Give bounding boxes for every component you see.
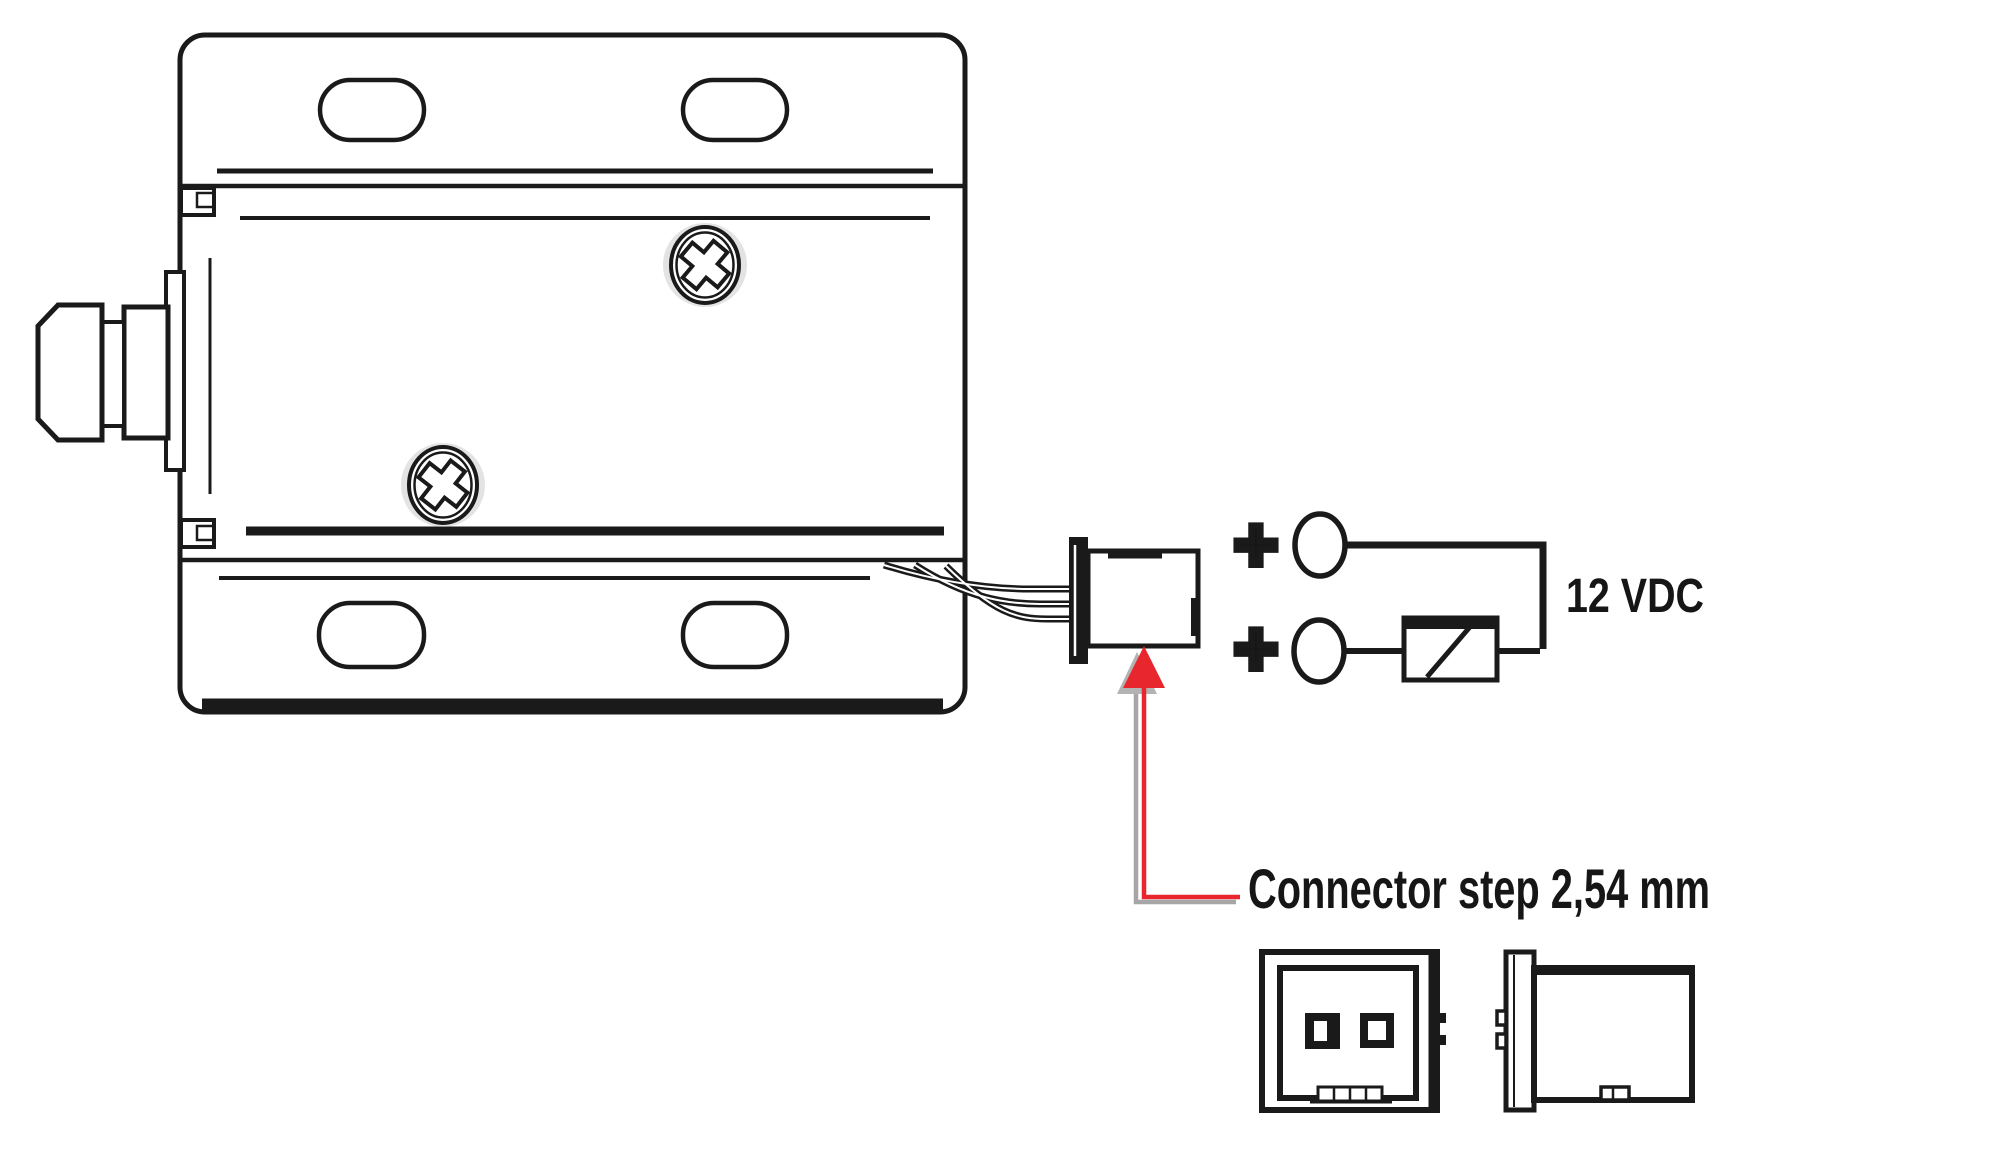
callout-arrow-line [1141,684,1240,900]
left-hook-top [179,186,216,217]
varistor [1401,615,1500,683]
callout-arrow [1117,646,1240,905]
plus-sign-top: + [1234,503,1278,588]
front-view-outer-frame [1259,949,1440,1113]
side-view-plate [1503,949,1537,1113]
terminal-ring-top [1292,511,1348,579]
circuit-wire-top [1346,541,1547,649]
mounting-slot-top-left [317,77,427,143]
left-hook-bottom [179,518,216,549]
mounting-slot-top-right [680,77,790,143]
plunger-head [35,302,105,443]
plus-sign-bottom: + [1234,607,1278,692]
connector-side-view [1495,949,1695,1113]
mounting-slot-bottom-left [316,600,427,670]
polarity-circuit: + + 12 VDC [1230,499,1704,695]
connector-header-bar [1069,537,1088,664]
solenoid-lock-top-view [177,32,968,715]
side-view-notch-top [1495,1009,1508,1027]
side-view-body [1531,965,1695,1103]
front-view-pin-right [1360,1013,1394,1048]
front-view-bottom-tabs [1310,1085,1392,1104]
mounting-slot-bottom-right [680,600,790,670]
connector-front-view [1259,949,1446,1113]
plunger-neck [100,320,126,428]
callout-arrow-shadow [1133,690,1236,905]
connector-note-label: Connector step 2,54 mm [1248,857,1710,920]
callout-arrowhead [1123,646,1165,688]
plunger-collar [121,304,171,441]
terminal-ring-bottom [1291,617,1347,685]
phillips-screw-lower [401,443,485,527]
plunger-pin [35,270,186,472]
two-pin-connector [1069,537,1201,664]
front-view-side-ticks [1439,1013,1446,1045]
side-view-bottom-tab [1599,1085,1631,1102]
side-view-notch-bottom [1495,1032,1508,1050]
varistor-slash [1425,619,1477,679]
wire-harness [882,561,1074,623]
front-view-pin-left [1305,1013,1340,1049]
lock-body-outline [177,32,968,715]
voltage-label: 12 VDC [1566,570,1704,623]
phillips-screw-upper [663,223,747,307]
connector-housing [1085,548,1201,649]
